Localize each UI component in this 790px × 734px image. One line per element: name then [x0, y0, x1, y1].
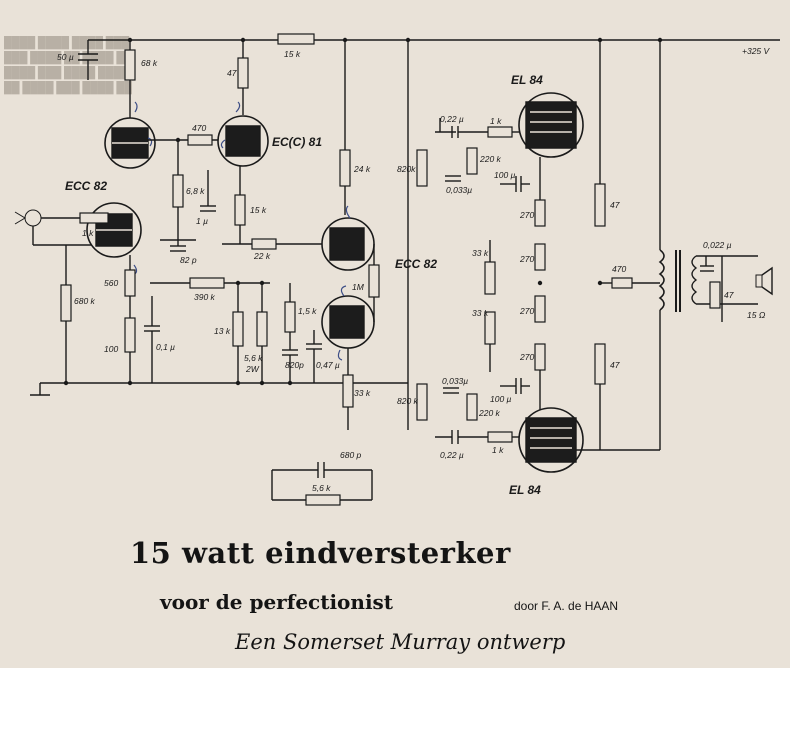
tube-ecc82-splitter-label: ECC 82: [395, 257, 437, 271]
res-270-a-label: 270: [519, 210, 534, 220]
res-470-label: 470: [192, 123, 206, 133]
magazine-page: ████ ████ ████ ███ ███ ████ ██ ████ ██ █…: [0, 0, 790, 668]
cap-0-47u-label: 0,47 µ: [316, 360, 340, 370]
article-design-credit: Een Somerset Murray ontwerp: [235, 630, 566, 654]
res-47-a-label: 47: [610, 200, 620, 210]
res-220k-top-label: 220 k: [479, 154, 502, 164]
speaker-impedance-label: 15 Ω: [747, 310, 766, 320]
res-6-8k-label: 6,8 k: [186, 186, 205, 196]
res-2w-label: 2W: [245, 364, 260, 374]
cap-82p-label: 82 p: [180, 255, 197, 265]
res-13k-label: 13 k: [214, 326, 231, 336]
res-1k-input-label: 1 k: [82, 228, 94, 238]
tube-el84-bottom-label: EL 84: [509, 483, 541, 497]
res-1-5k-label: 1,5 k: [298, 306, 317, 316]
res-5-6k-label: 5,6 k: [244, 353, 263, 363]
article-author: door F. A. de HAAN: [514, 599, 619, 613]
cap-100u-top-label: 100 µ: [494, 170, 516, 180]
res-470-out-label: 470: [612, 264, 626, 274]
res-270-d-label: 270: [519, 352, 534, 362]
cap-0-022u-label: 0,022 µ: [703, 240, 732, 250]
cap-0-033u-top-label: 0,033µ: [446, 185, 472, 195]
cap-0-22u-bot-label: 0,22 µ: [440, 450, 464, 460]
cap-0-033u-bot-label: 0,033µ: [442, 376, 468, 386]
res-100-label: 100: [104, 344, 118, 354]
res-1m-label: 1M: [352, 282, 365, 292]
speaker-icon: [755, 274, 763, 288]
amplifier-schematic: +325 V 50 µ 68 k 15 k 47 ECC 82: [14, 33, 780, 506]
res-47-b-label: 47: [610, 360, 620, 370]
res-560-label: 560: [104, 278, 118, 288]
tube-ecc82-input-label: ECC 82: [65, 179, 107, 193]
cap-820p-label: 820p: [285, 360, 304, 370]
input-jack-icon: [24, 209, 42, 227]
res-820k-bot-label: 820 k: [397, 396, 419, 406]
cap-100u-bot-label: 100 µ: [490, 394, 512, 404]
cap-0-1u-label: 0,1 µ: [156, 342, 175, 352]
supply-voltage-label: +325 V: [742, 46, 771, 56]
res-1k-top-label: 1 k: [490, 116, 502, 126]
res-33k-a-label: 33 k: [472, 248, 489, 258]
cap-50u-label: 50 µ: [57, 52, 74, 62]
res-820k-top-label: 820k: [397, 164, 416, 174]
res-680k-label: 680 k: [74, 296, 96, 306]
res-15k-mid-label: 15 k: [250, 205, 267, 215]
res-24k-label: 24 k: [353, 164, 371, 174]
article-subtitle: voor de perfectionist: [160, 590, 394, 614]
cap-680p-label: 680 p: [340, 450, 362, 460]
res-22k-label: 22 k: [253, 251, 271, 261]
res-47-top-label: 47: [227, 68, 237, 78]
res-270-c-label: 270: [519, 306, 534, 316]
res-390k-label: 390 k: [194, 292, 216, 302]
res-68k-label: 68 k: [141, 58, 158, 68]
res-33k-b-label: 33 k: [472, 308, 489, 318]
bleed-through-text-left: ████ ████ ████ ███ ███ ████ ██ ████ ██ █…: [4, 37, 132, 94]
res-220k-bot-label: 220 k: [478, 408, 501, 418]
cap-0-22u-top-label: 0,22 µ: [440, 114, 464, 124]
res-33k-left-label: 33 k: [354, 388, 371, 398]
res-47-out-label: 47: [724, 290, 734, 300]
res-1k-bot-label: 1 k: [492, 445, 504, 455]
cap-1u-label: 1 µ: [196, 216, 208, 226]
article-title: 15 watt eindversterker: [130, 536, 511, 570]
res-15k-top-label: 15 k: [284, 49, 301, 59]
tube-el84-top-label: EL 84: [511, 73, 543, 87]
tube-ecc81-label: EC(C) 81: [272, 135, 322, 149]
res-5-6k-fb-label: 5,6 k: [312, 483, 331, 493]
res-270-b-label: 270: [519, 254, 534, 264]
